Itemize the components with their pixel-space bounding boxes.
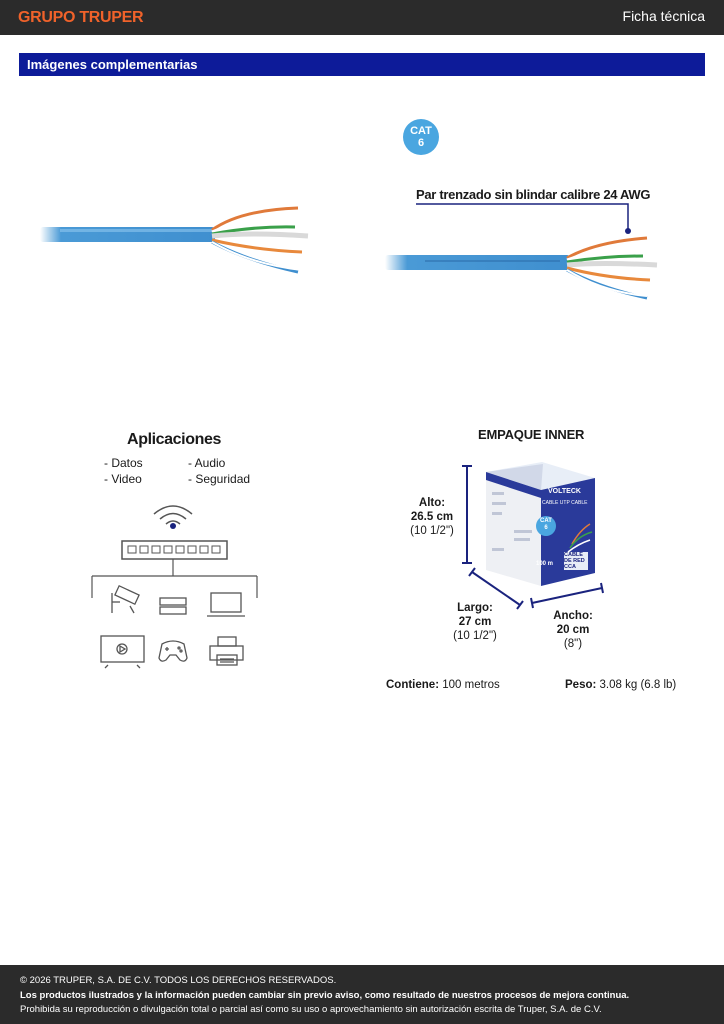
page-footer: © 2026 TRUPER, S.A. DE C.V. TODOS LOS DE… (0, 965, 724, 1024)
dvr-icon (159, 597, 187, 615)
security-camera-icon (111, 584, 140, 614)
laptop-icon (207, 592, 245, 617)
brand-logo: GRUPO TRUPER (18, 9, 144, 26)
document-title: Ficha técnica (622, 8, 705, 24)
utp-cable-detail-image (385, 236, 658, 300)
application-item: - Seguridad (188, 472, 251, 486)
page-header: GRUPO TRUPER Ficha técnica (0, 0, 724, 35)
cable-spec-callout: Par trenzado sin blindar calibre 24 AWG (416, 187, 651, 202)
box-side-label: CABLE DE RED CCA (564, 552, 588, 570)
package-weight: Peso: 3.08 kg (6.8 lb) (565, 679, 677, 691)
utp-cable-image (40, 206, 309, 274)
gamepad-icon (158, 640, 188, 662)
cat6-badge: CAT 6 (403, 119, 439, 155)
package-title: EMPAQUE INNER (478, 427, 585, 442)
applications-title: Aplicaciones (127, 431, 221, 448)
application-item: - Datos (104, 456, 143, 470)
package-contents: Contiene: 100 metros (386, 679, 500, 691)
disclaimer-text: Los productos ilustrados y la informació… (20, 990, 630, 1001)
copyright-text: © 2026 TRUPER, S.A. DE C.V. TODOS LOS DE… (20, 975, 337, 986)
application-item: - Video (104, 472, 142, 486)
dimension-lines (462, 465, 604, 610)
length-dimension: Largo: 27 cm (10 1/2") (453, 602, 497, 642)
legal-text: Prohibida su reproducción o divulgación … (20, 1004, 602, 1015)
callout-leader-line (416, 203, 631, 234)
width-dimension: Ancho: 20 cm (8") (553, 610, 593, 650)
box-cat-badge: CAT 6 (540, 518, 552, 531)
height-dimension: Alto: 26.5 cm (10 1/2") (410, 497, 454, 537)
package-box-image (462, 462, 604, 610)
wifi-icon (153, 505, 193, 529)
network-switch-icon (121, 540, 228, 560)
tv-icon (100, 635, 145, 669)
section-header: Imágenes complementarias (19, 53, 705, 76)
box-brand: VOLTECK (548, 488, 581, 495)
application-item: - Audio (188, 456, 226, 470)
box-subtitle: CABLE UTP CABLE (542, 500, 588, 506)
applications-diagram (91, 505, 258, 669)
printer-icon (209, 636, 244, 666)
box-length: 100 m (536, 561, 554, 567)
section-title: Imágenes complementarias (27, 57, 198, 72)
